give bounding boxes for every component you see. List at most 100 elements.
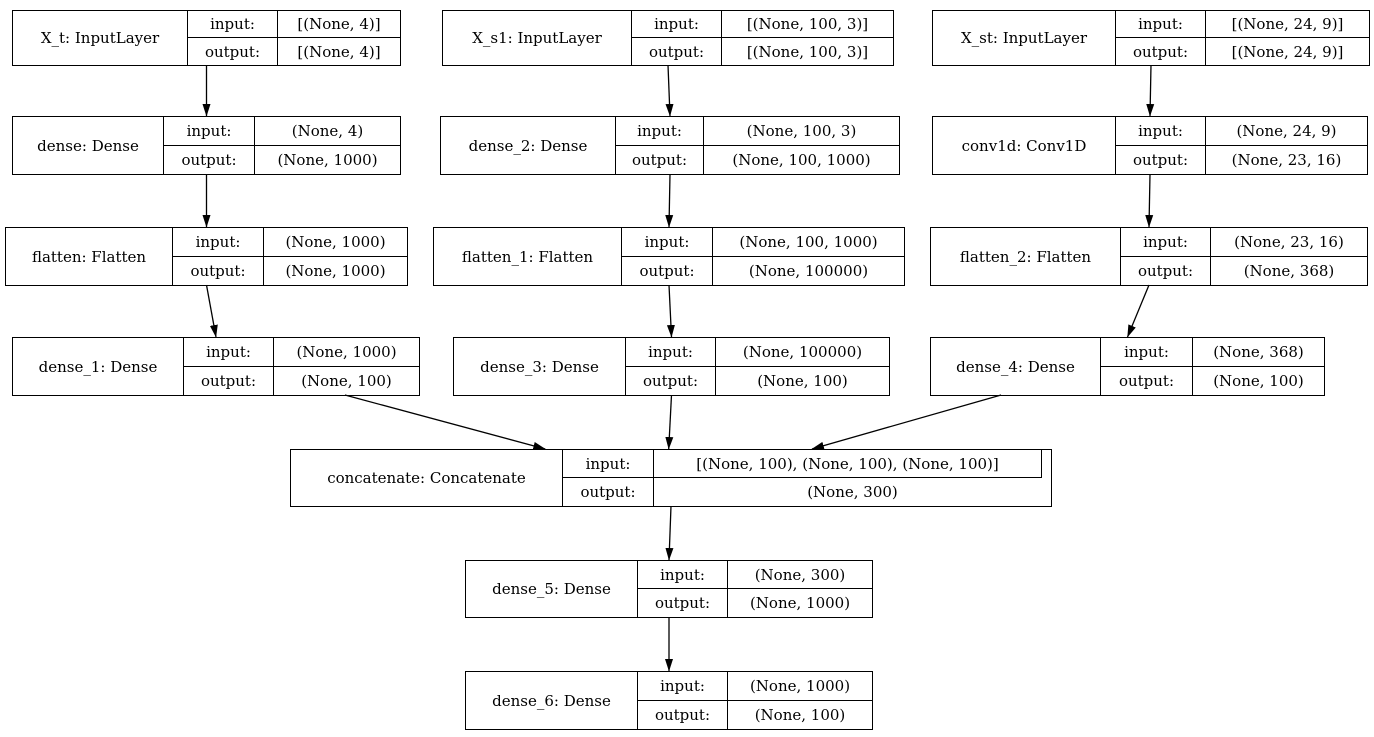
layer-node-dense-2: dense_2: Dense input: (None, 100, 3) out… [440,116,900,175]
output-label: output: [616,145,704,174]
output-shape: (None, 300) [807,483,898,501]
layer-name: X_st: InputLayer [933,11,1116,65]
output-label: output: [638,589,728,617]
edge-flatten-to-dense_1 [205,284,218,338]
layer-name: conv1d: Conv1D [933,117,1116,174]
input-shape: (None, 1000) [264,228,407,257]
layer-node-flatten-1: flatten_1: Flatten input: (None, 100, 10… [433,227,905,286]
output-label: output: [1101,366,1193,395]
layer-node-flatten-2: flatten_2: Flatten input: (None, 23, 16)… [930,227,1368,286]
layer-name: flatten: Flatten [6,228,173,285]
output-shape: (None, 100) [1213,371,1304,390]
input-shape: [(None, 100, 3)] [722,11,893,38]
input-label: input: [164,117,255,146]
input-shape: (None, 1000) [728,672,872,701]
output-shape: [(None, 100, 3)] [746,42,869,61]
output-label: output: [188,38,278,65]
output-label: output: [626,366,716,395]
layer-name: flatten_1: Flatten [434,228,622,285]
input-shape: (None, 24, 9) [1206,117,1367,146]
layer-name: X_s1: InputLayer [443,11,632,65]
edge-X_st-to-conv1d [1146,64,1155,117]
layer-name: dense: Dense [13,117,164,174]
output-shape: [(None, 24, 9)] [1231,42,1344,61]
layer-node-dense-3: dense_3: Dense input: (None, 100000) out… [453,337,890,396]
edge-flatten_2-to-dense_4 [1126,284,1150,338]
input-label: input: [626,338,716,367]
layer-name: dense_4: Dense [931,338,1101,395]
output-label: output: [164,145,255,174]
layer-node-x-s1: X_s1: InputLayer input: [(None, 100, 3)]… [442,10,894,66]
input-shape: (None, 300) [728,561,872,589]
edge-concatenate-to-dense_5 [665,505,674,561]
layer-node-x-st: X_st: InputLayer input: [(None, 24, 9)] … [932,10,1370,66]
output-label: output: [1116,38,1206,65]
input-label: input: [632,11,722,38]
output-shape: (None, 100) [757,371,848,390]
output-label: output: [1121,256,1211,285]
layer-node-dense: dense: Dense input: (None, 4) output: (N… [12,116,401,175]
edge-dense_4-to-concatenate [811,394,1002,450]
input-label: input: [184,338,274,367]
input-shape: (None, 4) [255,117,400,146]
input-shape: (None, 100, 1000) [713,228,904,257]
output-shape: (None, 100) [754,705,846,724]
output-label: output: [632,38,722,65]
input-label: input: [638,672,728,701]
edge-X_s1-to-dense_2 [665,64,674,117]
edge-dense_1-to-concatenate [344,394,546,450]
output-shape: (None, 100, 1000) [732,150,871,169]
layer-name: dense_5: Dense [466,561,638,617]
layer-node-dense-6: dense_6: Dense input: (None, 1000) outpu… [465,671,873,730]
input-label: input: [173,228,264,257]
edge-dense_3-to-concatenate [665,394,674,450]
output-label: output: [638,700,728,729]
output-label: output: [1116,145,1206,174]
layer-node-conv1d: conv1d: Conv1D input: (None, 24, 9) outp… [932,116,1368,175]
output-shape: (None, 100000) [748,261,869,280]
input-shape: (None, 1000) [274,338,419,367]
input-label: input: [188,11,278,38]
output-label: output: [173,256,264,285]
layer-name: X_t: InputLayer [13,11,188,65]
layer-name: dense_2: Dense [441,117,616,174]
input-label: input: [638,561,728,589]
edge-dense_2-to-flatten_1 [665,173,674,228]
layer-node-flatten: flatten: Flatten input: (None, 1000) out… [5,227,408,286]
input-label: input: [616,117,704,146]
input-shape: (None, 100, 3) [704,117,899,146]
output-shape: (None, 1000) [277,150,378,169]
input-shape: [(None, 100), (None, 100), (None, 100)] [654,450,1042,478]
input-label: input: [1121,228,1211,257]
output-shape: (None, 1000) [749,594,851,612]
input-label: input: [563,450,654,478]
layer-name: flatten_2: Flatten [931,228,1121,285]
output-shape: (None, 23, 16) [1231,150,1342,169]
layer-node-dense-5: dense_5: Dense input: (None, 300) output… [465,560,873,618]
input-shape: (None, 368) [1193,338,1324,367]
output-shape: (None, 100) [301,371,392,390]
layer-name: dense_6: Dense [466,672,638,729]
spacer-cell [1042,450,1054,478]
edge-conv1d-to-flatten_2 [1145,173,1154,228]
input-label: input: [1116,117,1206,146]
output-label: output: [563,478,654,506]
input-shape: [(None, 4)] [278,11,400,38]
output-shape: (None, 1000) [285,261,386,280]
input-shape: (None, 100000) [716,338,889,367]
input-label: input: [1101,338,1193,367]
layer-node-concatenate: concatenate: Concatenate input: [(None, … [290,449,1052,507]
input-label: input: [622,228,713,257]
input-label: input: [1116,11,1206,38]
layer-node-dense-4: dense_4: Dense input: (None, 368) output… [930,337,1325,396]
output-label: output: [622,256,713,285]
layer-name: dense_3: Dense [454,338,626,395]
edge-flatten_1-to-dense_3 [666,284,675,338]
input-shape: [(None, 24, 9)] [1206,11,1369,38]
output-shape: (None, 368) [1243,261,1335,280]
layer-name: concatenate: Concatenate [291,450,563,506]
output-shape: [(None, 4)] [297,42,381,61]
layer-node-x-t: X_t: InputLayer input: [(None, 4)] outpu… [12,10,401,66]
layer-name: dense_1: Dense [13,338,184,395]
